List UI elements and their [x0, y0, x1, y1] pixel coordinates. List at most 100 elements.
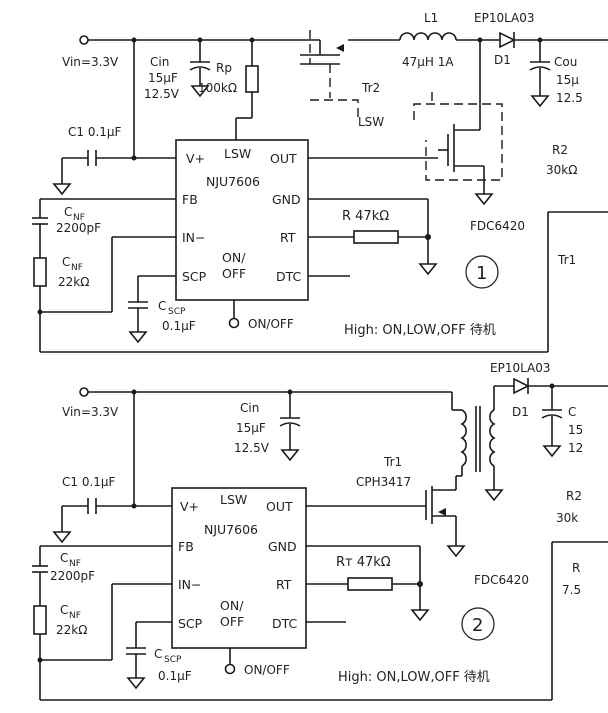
pin-on-1: ON/ — [222, 250, 246, 265]
ic-nju7606-2 — [171, 487, 307, 649]
rnf-value-2: 22kΩ — [56, 623, 87, 637]
c1-label-1: C1 0.1μF — [68, 125, 122, 139]
pin-scp-1: SCP — [182, 269, 207, 284]
lsw-label-1: LSW — [358, 115, 384, 129]
cin-value-1: 15μF — [148, 71, 178, 85]
cout-label-1: Cou — [554, 55, 577, 69]
fdc6420-label-1: FDC6420 — [470, 219, 525, 233]
cin-label-1: Cin — [150, 55, 169, 69]
cout-value-1: 15μ — [556, 73, 579, 87]
note-1: High: ON,LOW,OFF 待机 — [344, 323, 496, 338]
vin-label-1: Vin=3.3V — [62, 55, 119, 69]
transformer-secondary — [489, 409, 496, 467]
csp-sub-1: SCP — [168, 307, 186, 317]
pin-lsw-2: LSW — [220, 492, 247, 507]
diode-d1-2 — [513, 377, 530, 395]
pin-fb-2: FB — [178, 539, 194, 554]
circuit-2: Vin=3.3V Cin 15μF 12.5V C1 0.1μF V+ LSW … — [32, 361, 608, 701]
r2-label-2: R2 — [566, 489, 582, 503]
inductor-l1 — [399, 32, 457, 41]
cnf-sub-2: NF — [69, 559, 81, 569]
circuit-1: Vin=3.3V Cin 15μF 12.5V Rp 100kΩ C1 0.1μ… — [32, 11, 608, 353]
cnf-value-2: 2200pF — [50, 569, 95, 583]
tr2-dashed — [310, 99, 359, 120]
rnf-label-2: C — [60, 603, 68, 617]
csp-label-1: C — [158, 299, 166, 313]
note-2: High: ON,LOW,OFF 待机 — [338, 670, 490, 685]
d1-label-1: D1 — [494, 53, 511, 67]
pin-vplus-1: V+ — [186, 151, 205, 166]
d1-label-2: D1 — [512, 405, 529, 419]
pin-gnd-2: GND — [268, 539, 297, 554]
pin-out-1: OUT — [270, 151, 297, 166]
csp-label-2: C — [154, 647, 162, 661]
cin-label-2: Cin — [240, 401, 259, 415]
r-resistor-1 — [353, 230, 399, 244]
l1-value: 47μH 1A — [402, 55, 454, 69]
pin-in-1: IN− — [182, 230, 206, 245]
pin-scp-2: SCP — [178, 616, 203, 631]
tr1-label-2: Tr1 — [383, 455, 402, 469]
diode-d1-1 — [499, 31, 516, 49]
rnf-resistor-1 — [33, 257, 47, 287]
fdc6420-label-2: FDC6420 — [474, 573, 529, 587]
pin-lsw-1: LSW — [224, 146, 251, 161]
ic-name-2: NJU7606 — [204, 522, 258, 537]
vin-terminal-2 — [79, 387, 89, 397]
vin-label-2: Vin=3.3V — [62, 405, 119, 419]
rnf-label-1: C — [62, 255, 70, 269]
rnf-resistor-2 — [33, 605, 47, 635]
csp-sub-2: SCP — [164, 655, 182, 665]
cout-voltage-2: 12 — [568, 441, 583, 455]
pin-dtc-2: DTC — [272, 616, 298, 631]
rnf-value-1: 22kΩ — [58, 275, 89, 289]
diode-part-1: EP10LA03 — [474, 11, 535, 25]
l1-label: L1 — [424, 11, 438, 25]
pin-on-2: ON/ — [220, 598, 244, 613]
pin-off-1: OFF — [222, 266, 246, 281]
rt-resistor-2 — [347, 577, 393, 591]
cout-value-2: 15 — [568, 423, 583, 437]
r-value-right-2: 7.5 — [562, 583, 581, 597]
r2-label-1: R2 — [552, 143, 568, 157]
cnf-sub-1: NF — [73, 213, 85, 223]
cin-voltage-1: 12.5V — [144, 87, 180, 101]
onoff-terminal-1[interactable] — [228, 317, 240, 329]
diode-part-2: EP10LA03 — [490, 361, 551, 375]
cout-voltage-1: 12.5 — [556, 91, 583, 105]
transformer-primary — [460, 409, 467, 467]
c1-label-2: C1 0.1μF — [62, 475, 116, 489]
vin-terminal-1 — [79, 35, 89, 45]
tr1-label-right: Tr1 — [557, 253, 576, 267]
csp-value-2: 0.1μF — [158, 669, 192, 683]
pin-rt-2: RT — [276, 577, 292, 592]
rp-value-1: 100kΩ — [198, 81, 237, 95]
pin-rt-1: RT — [280, 230, 296, 245]
rnf-sub-1: NF — [71, 263, 83, 273]
onoff-label-1: ON/OFF — [248, 317, 294, 331]
cin-value-2: 15μF — [236, 421, 266, 435]
rnf-sub-2: NF — [69, 611, 81, 621]
r2-value-1: 30kΩ — [546, 163, 577, 177]
cnf-label-1: C — [64, 205, 72, 219]
rp-resistor-1 — [245, 65, 259, 93]
onoff-terminal-2[interactable] — [224, 663, 236, 675]
ic-name-1: NJU7606 — [206, 174, 260, 189]
fdc6420-dashed — [413, 103, 503, 181]
pin-fb-1: FB — [182, 192, 198, 207]
circuit-number-badge-2 — [461, 607, 495, 641]
csp-value-1: 0.1μF — [162, 319, 196, 333]
pin-off-2: OFF — [220, 614, 244, 629]
circuit-number-2: 2 — [472, 615, 483, 636]
cnf-label-2: C — [60, 551, 68, 565]
pin-gnd-1: GND — [272, 192, 301, 207]
pin-out-2: OUT — [266, 499, 293, 514]
r-label-right-2: R — [572, 561, 580, 575]
pin-dtc-1: DTC — [276, 269, 302, 284]
ic-nju7606-1 — [175, 139, 309, 301]
pin-in-2: IN− — [178, 577, 202, 592]
cph3417-label: CPH3417 — [356, 475, 411, 489]
cnf-value-1: 2200pF — [56, 221, 101, 235]
circuit-number-badge-1 — [465, 255, 499, 289]
